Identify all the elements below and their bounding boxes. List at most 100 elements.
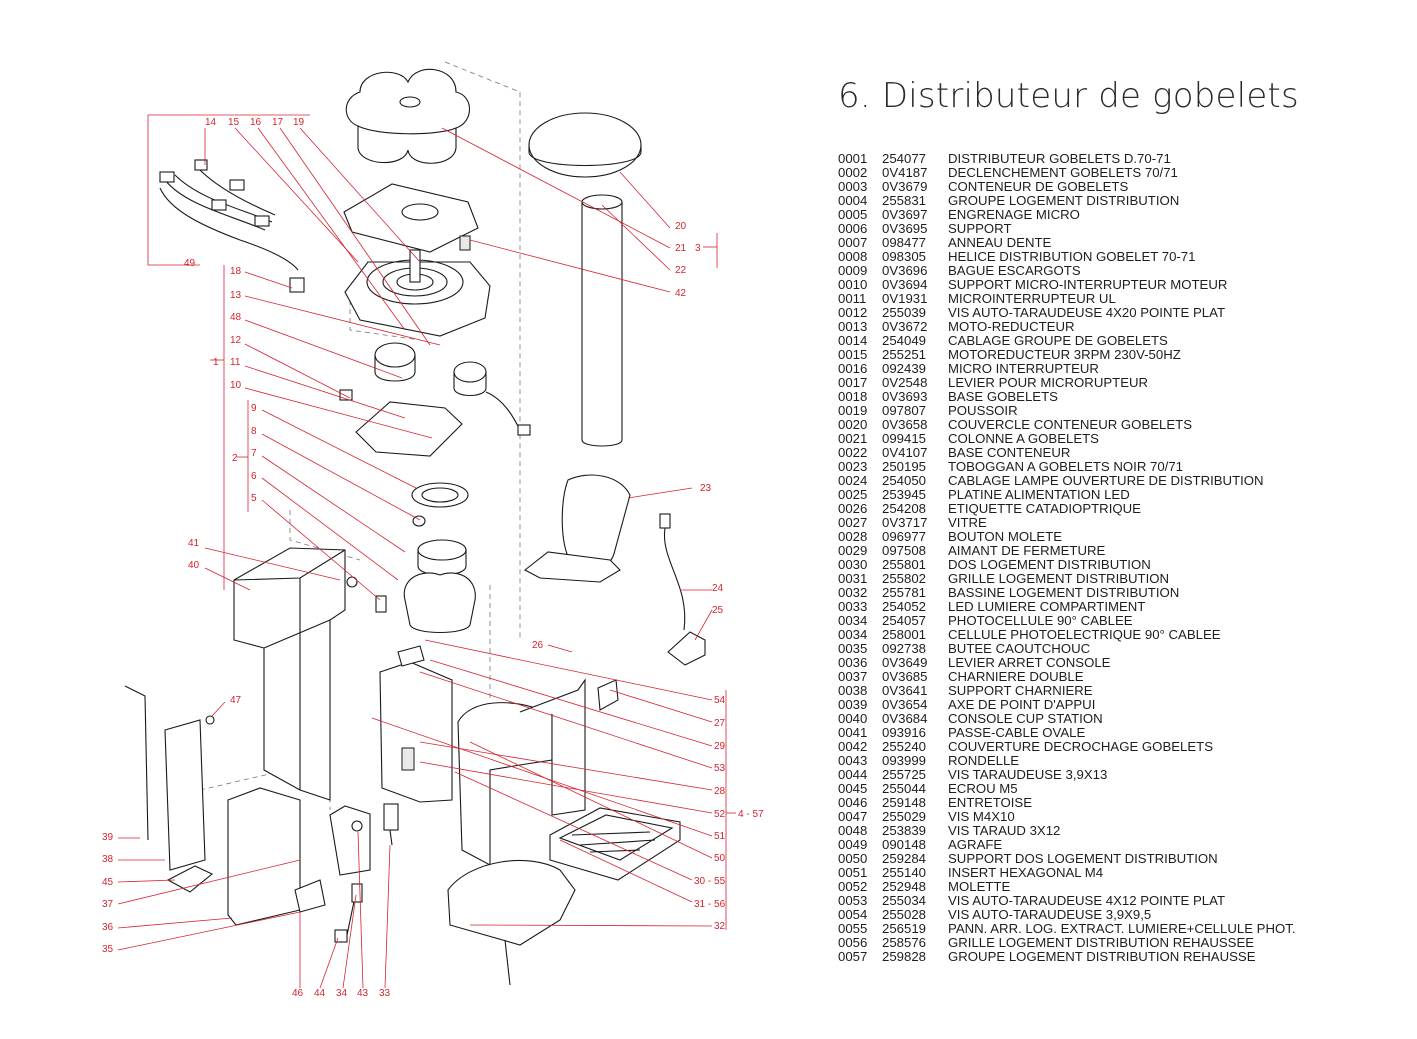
callout-4-57: 4 - 57 xyxy=(738,809,764,820)
part-number: 0012 xyxy=(838,305,868,320)
part-number: 0055 xyxy=(838,921,868,936)
part-description: BOUTON MOLETE xyxy=(948,529,1063,544)
part-code: 252948 xyxy=(882,879,927,894)
callout-14: 14 xyxy=(205,117,217,128)
part-description: POUSSOIR xyxy=(948,403,1018,418)
callout-33: 33 xyxy=(379,988,391,999)
callout-49: 49 xyxy=(184,258,196,269)
part-description: AXE DE POINT D'APPUI xyxy=(948,697,1096,712)
part-code: 0V3649 xyxy=(882,655,928,670)
part-description: INSERT HEXAGONAL M4 xyxy=(948,865,1104,880)
part-description: CELLULE PHOTOELECTRIQUE 90° CABLEE xyxy=(948,627,1221,642)
part-number: 0016 xyxy=(838,361,868,376)
part-description: VIS AUTO-TARAUDEUSE 4X20 POINTE PLAT xyxy=(948,305,1226,320)
part-description: VITRE xyxy=(948,515,987,530)
callout-45: 45 xyxy=(102,877,114,888)
part-code: 0V4187 xyxy=(882,165,928,180)
part-number: 0034 xyxy=(838,627,868,642)
part-number: 0027 xyxy=(838,515,868,530)
part-code: 255725 xyxy=(882,767,927,782)
part-description: VIS M4X10 xyxy=(948,809,1015,824)
part-code: 0V3697 xyxy=(882,207,928,222)
part-number: 0001 xyxy=(838,151,868,166)
part-number: 0002 xyxy=(838,165,868,180)
part-description: VIS AUTO-TARAUDEUSE 4X12 POINTE PLAT xyxy=(948,893,1226,908)
part-number: 0007 xyxy=(838,235,868,250)
callout-44: 44 xyxy=(314,988,326,999)
callout-41: 41 xyxy=(188,538,200,549)
callout-17: 17 xyxy=(272,117,284,128)
cup-column-part xyxy=(581,194,623,447)
part-row: 0055 256519 PANN. ARR. LOG. EXTRACT. LUMIE… xyxy=(838,922,1408,936)
callout-21: 21 xyxy=(675,243,687,254)
part-code: 255251 xyxy=(882,347,927,362)
part-description: GRILLE LOGEMENT DISTRIBUTION REHAUSSEE xyxy=(948,935,1255,950)
part-number: 0038 xyxy=(838,683,868,698)
part-code: 255044 xyxy=(882,781,927,796)
callout-13: 13 xyxy=(230,290,242,301)
part-number: 0017 xyxy=(838,375,868,390)
callout-6: 6 xyxy=(251,471,257,482)
part-description: BAGUE ESCARGOTS xyxy=(948,263,1081,278)
part-code: 0V1931 xyxy=(882,291,928,306)
part-description: VIS TARAUD 3X12 xyxy=(948,823,1061,838)
callout-32: 32 xyxy=(714,921,726,932)
cup-station-body-part xyxy=(447,678,681,986)
motor-assembly-part xyxy=(339,342,531,457)
part-code: 255029 xyxy=(882,809,927,824)
callout-30-55: 30 - 55 xyxy=(694,876,726,887)
callout-16: 16 xyxy=(250,117,262,128)
part-code: 0V3693 xyxy=(882,389,928,404)
part-description: VIS AUTO-TARAUDEUSE 3,9X9,5 xyxy=(948,907,1152,922)
part-description: COLONNE A GOBELETS xyxy=(948,431,1099,446)
part-number: 0009 xyxy=(838,263,868,278)
part-description: VIS TARAUDEUSE 3,9X13 xyxy=(948,767,1108,782)
part-number: 0028 xyxy=(838,529,868,544)
part-number: 0013 xyxy=(838,319,868,334)
part-number: 0057 xyxy=(838,949,868,964)
part-code: 254052 xyxy=(882,599,927,614)
part-code: 093999 xyxy=(882,753,927,768)
part-code: 093916 xyxy=(882,725,927,740)
part-number: 0005 xyxy=(838,207,868,222)
part-number: 0036 xyxy=(838,655,868,670)
part-number: 0054 xyxy=(838,907,868,922)
part-code: 254050 xyxy=(882,473,927,488)
part-description: PANN. ARR. LOG. EXTRACT. LUMIERE+CELLULE… xyxy=(948,921,1296,936)
callout-2: 2 xyxy=(232,453,238,464)
callout-27: 27 xyxy=(714,718,726,729)
callout-9: 9 xyxy=(251,403,257,414)
led-cable-part xyxy=(659,513,706,666)
part-number: 0056 xyxy=(838,935,868,950)
part-code: 256519 xyxy=(882,921,927,936)
callout-52: 52 xyxy=(714,809,726,820)
part-description: MICRO INTERRUPTEUR xyxy=(948,361,1099,376)
callout-20: 20 xyxy=(675,221,687,232)
callout-47: 47 xyxy=(230,695,242,706)
part-code: 259828 xyxy=(882,949,927,964)
part-description: LEVIER ARRET CONSOLE xyxy=(948,655,1111,670)
callout-3: 3 xyxy=(695,243,701,254)
part-number: 0026 xyxy=(838,501,868,516)
cup-chute-part xyxy=(523,474,631,583)
callout-39: 39 xyxy=(102,832,114,843)
callout-5: 5 xyxy=(251,493,257,504)
part-code: 259284 xyxy=(882,851,927,866)
callout-40: 40 xyxy=(188,560,200,571)
